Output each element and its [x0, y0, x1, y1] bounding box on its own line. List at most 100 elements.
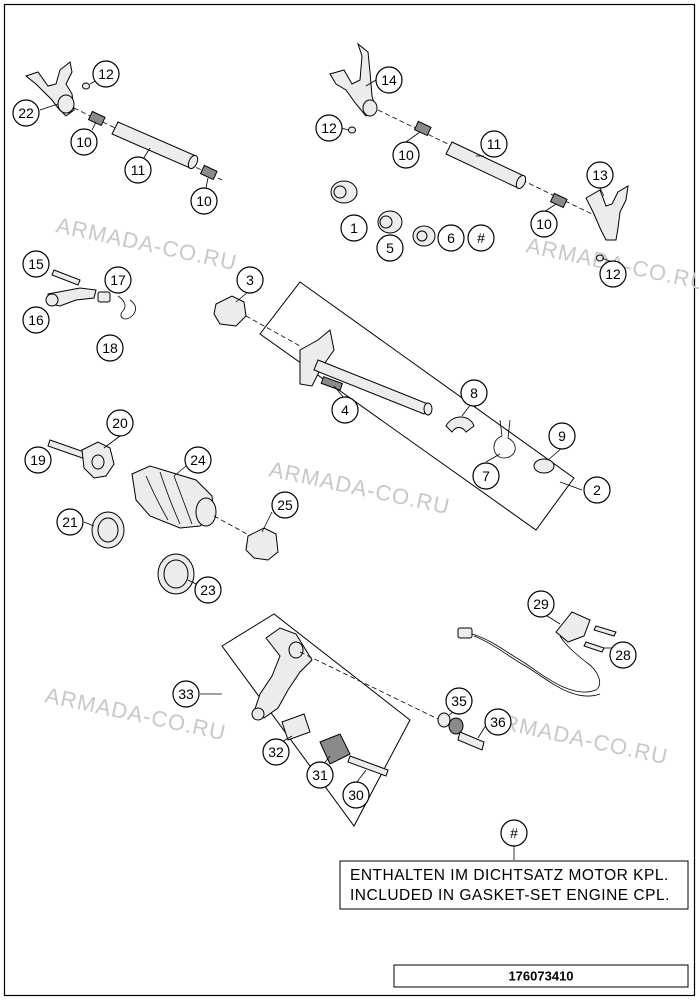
fork-boss [57, 94, 75, 114]
callout-label: 35 [451, 693, 467, 709]
ball-12-drawing [596, 254, 604, 262]
shift-quadrant-3-drawing [213, 295, 247, 327]
callout-4: 4 [331, 396, 359, 424]
callout-label: 11 [487, 136, 502, 152]
spring-18-drawing [117, 295, 136, 320]
callout-label: 29 [533, 596, 549, 612]
screw-28-drawing-b [593, 625, 617, 637]
locator-hub [91, 454, 105, 470]
spring-pin-10-drawing [199, 164, 218, 181]
screw-15-drawing [51, 269, 81, 286]
axis-line [299, 651, 441, 721]
callout-label: 30 [348, 787, 364, 803]
drum-end [195, 497, 217, 527]
callout-17: 17 [104, 266, 132, 294]
lever-roller [45, 293, 59, 307]
callout-22: 22 [12, 99, 40, 127]
shift-lever-33-drawing [253, 627, 313, 719]
callout-label: 2 [593, 482, 601, 498]
callout-label: 8 [470, 385, 478, 401]
drawing-number-box [393, 964, 689, 988]
leader [103, 435, 121, 449]
callout-label: 33 [178, 686, 194, 702]
callout-14: 14 [375, 66, 403, 94]
shift-fork-assembly-right [329, 42, 629, 262]
drum-groove [145, 471, 193, 525]
callout-10: 10 [190, 187, 218, 215]
callout-label: 14 [381, 72, 397, 88]
callout-hash: # [467, 224, 495, 252]
callout-label: 10 [398, 147, 414, 163]
sleeve-32-drawing [281, 713, 311, 741]
clip-8-drawing [445, 416, 475, 433]
callout-label: 1 [350, 220, 358, 236]
callout-16: 16 [22, 306, 50, 334]
leader [83, 521, 95, 527]
gear-sensor-assembly [457, 611, 617, 697]
callout-label: 25 [277, 497, 293, 513]
callout-28: 28 [609, 641, 637, 669]
lever-pivot [288, 641, 304, 659]
callout-label: 22 [18, 105, 34, 121]
leader [365, 79, 377, 87]
callout-3: 3 [236, 266, 264, 294]
callout-label: 16 [28, 312, 44, 328]
callout-hash: # [500, 819, 528, 847]
callout-10: 10 [70, 128, 98, 156]
shift-lever-assembly [251, 627, 485, 777]
leader [485, 453, 501, 463]
callout-label: 32 [268, 744, 284, 760]
callout-31: 31 [306, 761, 334, 789]
shift-rail-11-drawing [111, 121, 197, 169]
spring-4-drawing [320, 376, 344, 391]
drawing-number: 176073410 [508, 969, 573, 984]
callout-label: 10 [196, 193, 212, 209]
callout-label: 4 [341, 402, 349, 418]
assembly-box-33 [221, 613, 411, 827]
callout-label: 5 [386, 240, 394, 256]
gear-sensor-29-drawing [555, 611, 591, 643]
shift-drum-assembly [47, 439, 279, 595]
callout-label: 9 [558, 428, 566, 444]
leader [559, 481, 583, 491]
callout-label: 23 [200, 582, 216, 598]
leader [333, 385, 345, 399]
spring-pin-10-drawing [413, 120, 432, 137]
assembly-box-2 [259, 281, 575, 531]
callout-label: 7 [482, 468, 490, 484]
locking-lever-assembly [45, 269, 136, 320]
callout-7: 7 [472, 462, 500, 490]
rail-end [187, 154, 199, 170]
drawing-number-block: 176073410 [393, 964, 689, 988]
spring-pin-10-drawing [87, 110, 106, 127]
leader [405, 131, 421, 143]
callout-label: 21 [62, 514, 78, 530]
callout-20: 20 [106, 409, 134, 437]
callout-12: 12 [599, 260, 627, 288]
callout-label: 18 [102, 340, 118, 356]
callout-36: 36 [484, 708, 512, 736]
callout-2: 2 [583, 476, 611, 504]
leader [235, 291, 249, 303]
callout-30: 30 [342, 781, 370, 809]
callout-29: 29 [527, 590, 555, 618]
fork-boss [362, 99, 378, 117]
callout-5: 5 [376, 234, 404, 262]
lever-eye [251, 707, 265, 721]
callout-label: 24 [190, 452, 206, 468]
callout-label: 12 [605, 266, 621, 282]
callout-10: 10 [530, 210, 558, 238]
callout-label: 19 [30, 452, 46, 468]
callout-12: 12 [315, 114, 343, 142]
callout-9: 9 [548, 422, 576, 450]
callout-8: 8 [460, 379, 488, 407]
shift-shaft-plate [299, 329, 335, 387]
callout-label: # [510, 825, 518, 841]
leader [205, 177, 209, 189]
washer-35-inner [448, 717, 464, 735]
callout-15: 15 [22, 250, 50, 278]
watermark: ARMADA-CO.RU [485, 706, 671, 769]
leader [187, 579, 197, 585]
page-border [3, 3, 696, 997]
callout-label: 10 [536, 216, 552, 232]
